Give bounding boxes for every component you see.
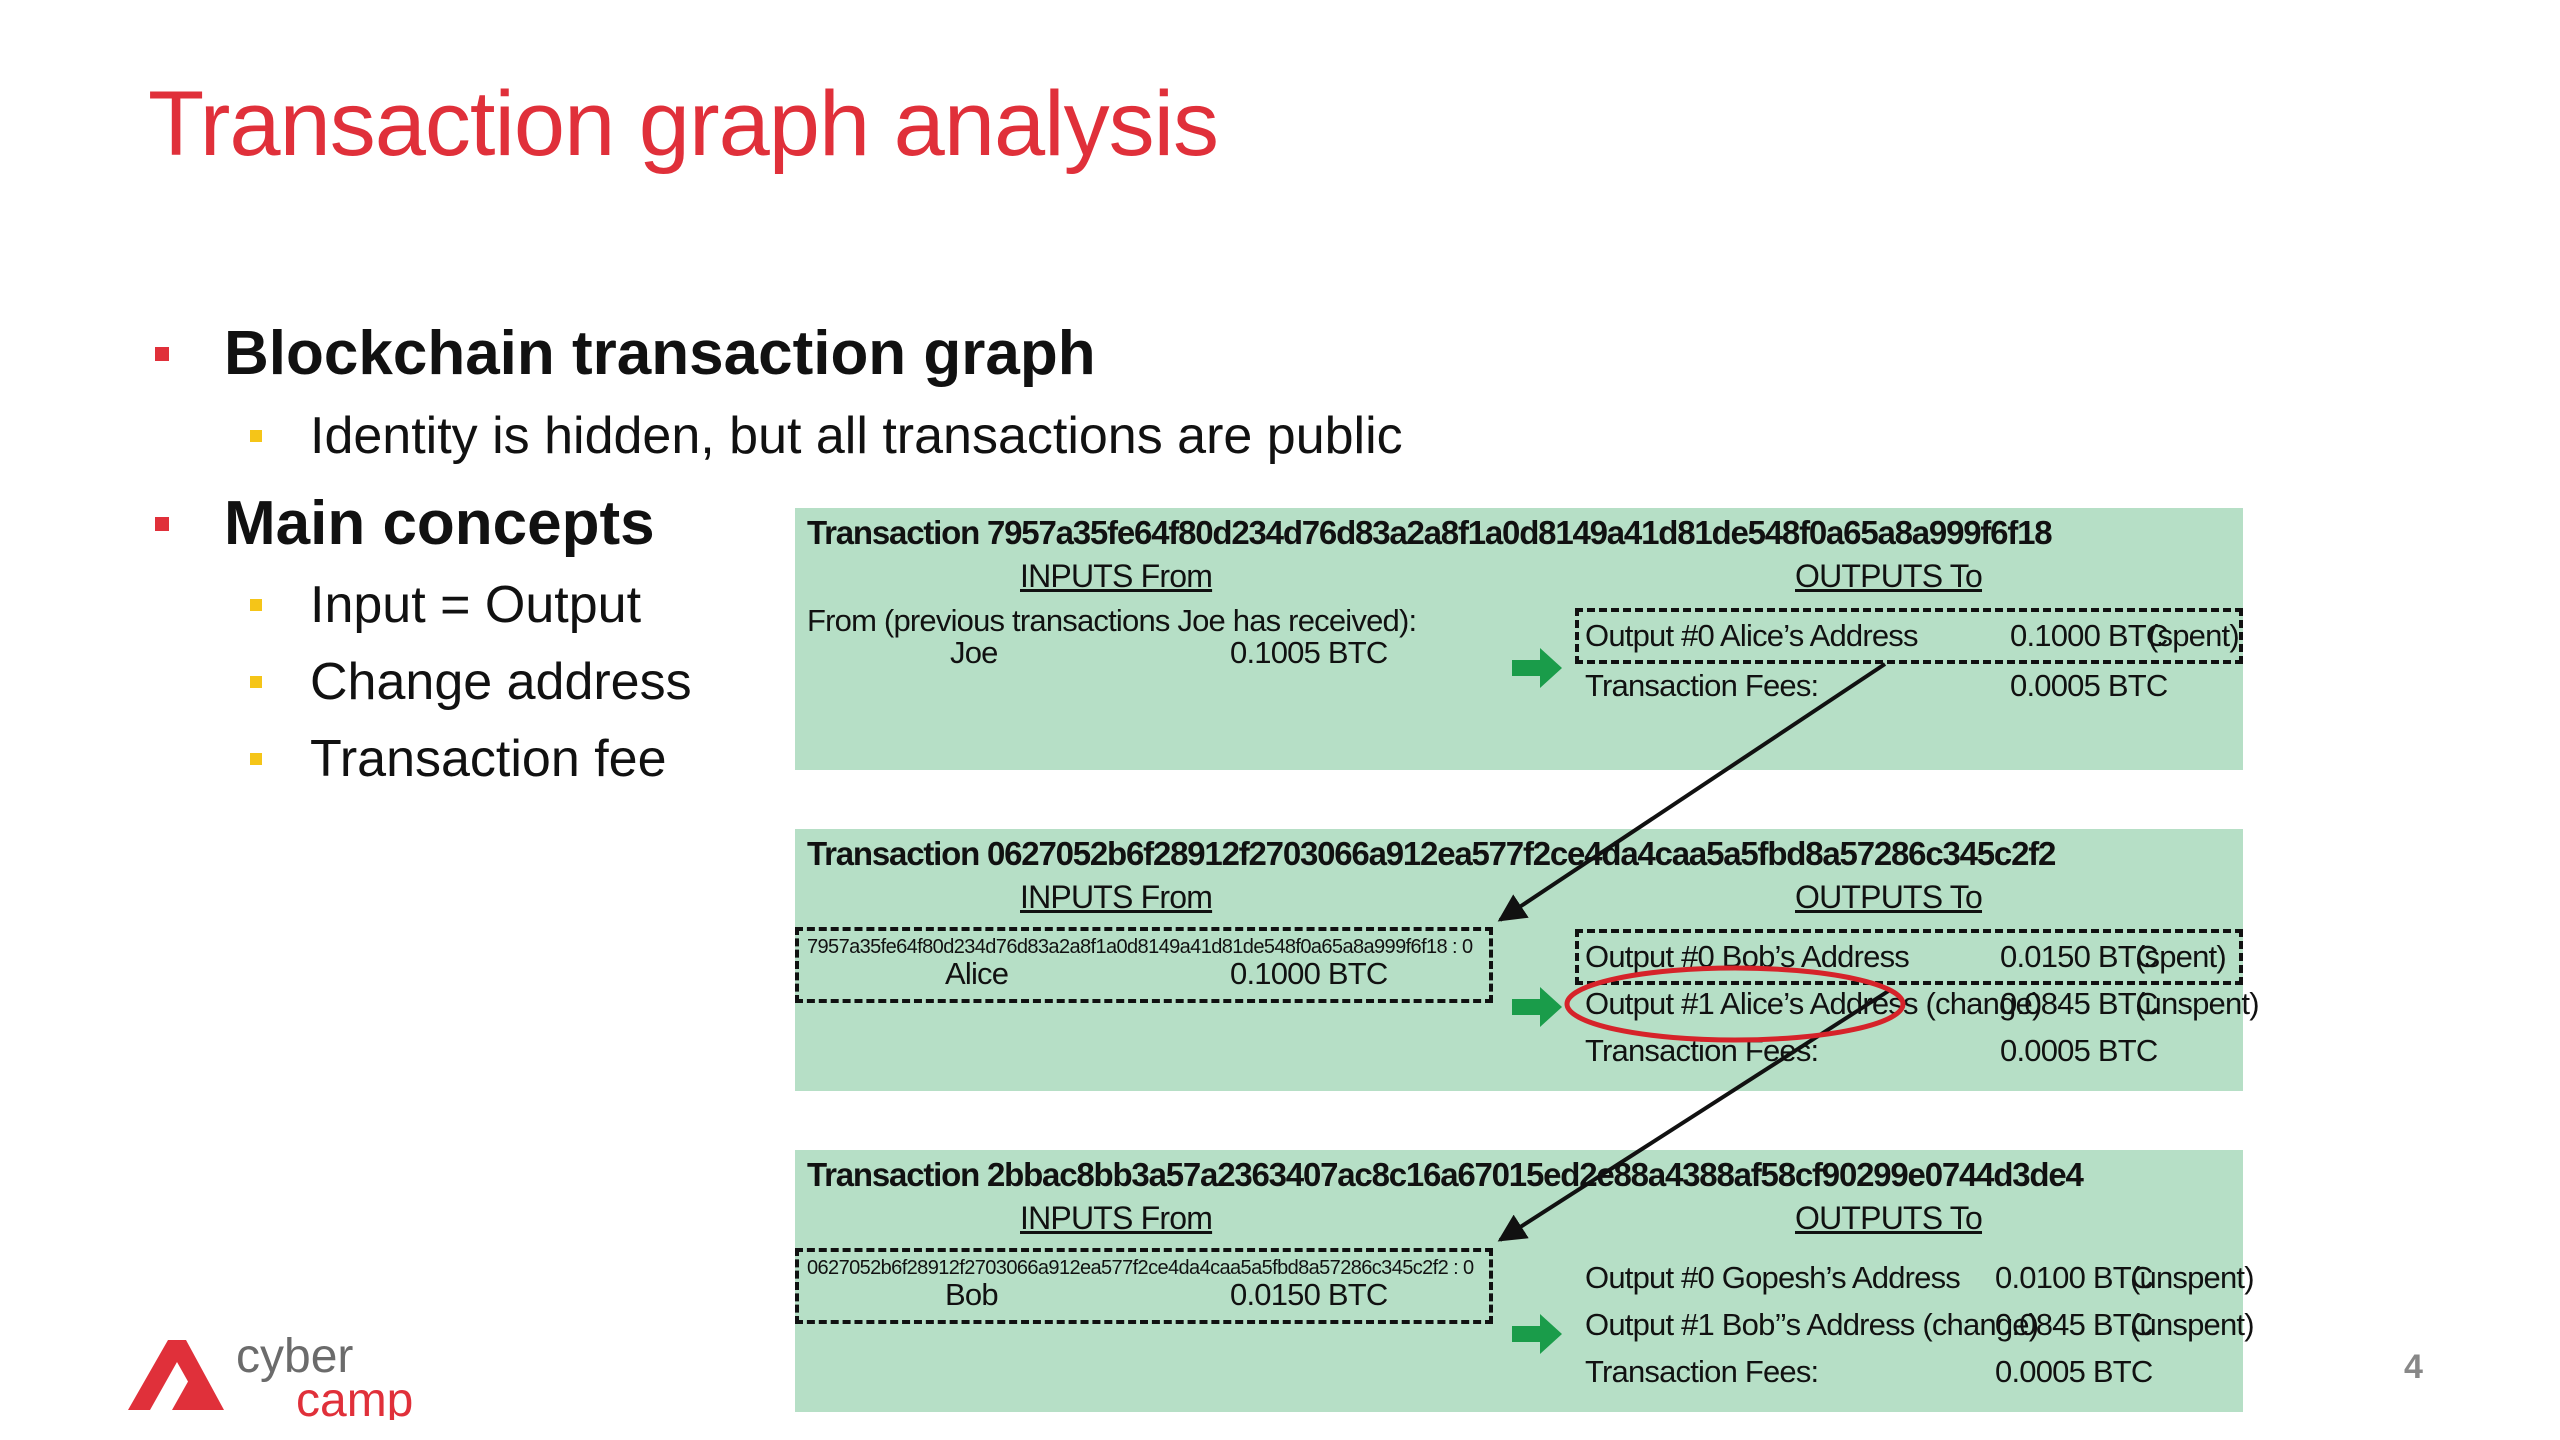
sub-bullet-square-icon xyxy=(250,676,262,688)
output-label: Output #0 Gopesh’s Address xyxy=(1585,1260,1961,1295)
input-amount: 0.0150 BTC xyxy=(1230,1277,1388,1312)
bullet-main-concepts: Main concepts xyxy=(155,488,655,559)
transaction-panel-1: Transaction 7957a35fe64f80d234d76d83a2a8… xyxy=(795,508,2243,770)
transaction-header: Transaction 0627052b6f28912f2703066a912e… xyxy=(807,835,2056,872)
transaction-header: Transaction 2bbac8bb3a57a2363407ac8c16a6… xyxy=(807,1156,2084,1193)
transaction-panel-2: Transaction 0627052b6f28912f2703066a912e… xyxy=(795,829,2260,1091)
input-reference: 7957a35fe64f80d234d76d83a2a8f1a0d8149a41… xyxy=(807,936,1473,958)
fee-label: Transaction Fees: xyxy=(1585,1354,1819,1389)
bullet-square-icon xyxy=(155,346,169,361)
sub-bullet-label: Transaction fee xyxy=(310,730,667,788)
transaction-panel-3: Transaction 2bbac8bb3a57a2363407ac8c16a6… xyxy=(795,1150,2255,1412)
sub-bullet-label: Identity is hidden, but all transactions… xyxy=(310,407,1403,465)
input-highlight-box xyxy=(795,1248,1493,1324)
fee-amount: 0.0005 BTC xyxy=(1995,1354,2153,1389)
bullet-square-icon xyxy=(155,516,169,531)
sub-bullet-identity: Identity is hidden, but all transactions… xyxy=(250,406,1403,466)
output-amount: 0.0100 BTC xyxy=(1995,1260,2153,1295)
bullet-label: Blockchain transaction graph xyxy=(224,319,1096,388)
logo-text-line2: camp xyxy=(296,1374,413,1420)
logo-text-line1: cyber xyxy=(236,1330,353,1383)
output-amount: 0.0845 BTC xyxy=(2000,986,2158,1021)
fee-label: Transaction Fees: xyxy=(1585,668,1819,703)
sub-bullet-square-icon xyxy=(250,599,262,611)
fee-label: Transaction Fees: xyxy=(1585,1033,1819,1068)
input-name: Alice xyxy=(945,956,1009,991)
sub-bullet-transaction-fee: Transaction fee xyxy=(250,729,666,789)
input-reference: 0627052b6f28912f2703066a912ea577f2ce4da4… xyxy=(807,1257,1474,1279)
transaction-header: Transaction 7957a35fe64f80d234d76d83a2a8… xyxy=(807,514,2053,551)
output-label: Output #0 Alice’s Address xyxy=(1585,618,1919,653)
output-0-highlight-box xyxy=(1575,929,2243,985)
input-reference: From (previous transactions Joe has rece… xyxy=(807,603,1417,638)
sub-bullet-change-address: Change address xyxy=(250,652,692,712)
output-amount: 0.1000 BTC xyxy=(2010,618,2168,653)
inputs-label: INPUTS From xyxy=(1020,1200,1213,1236)
output-status: (spent) xyxy=(2135,939,2227,974)
output-label: Output #1 Alice’s Address (change) xyxy=(1585,986,2042,1021)
output-0-highlight-box xyxy=(1575,608,2243,664)
cybercamp-logo: cyber camp xyxy=(128,1330,448,1427)
outputs-label: OUTPUTS To xyxy=(1795,1200,1983,1236)
inputs-label: INPUTS From xyxy=(1020,879,1213,915)
sub-bullet-square-icon xyxy=(250,753,262,765)
fee-amount: 0.0005 BTC xyxy=(2010,668,2168,703)
page-number: 4 xyxy=(2404,1348,2423,1386)
output-status: (spent) xyxy=(2148,618,2240,653)
inputs-label: INPUTS From xyxy=(1020,558,1213,594)
output-status: (unspent) xyxy=(2135,986,2260,1021)
sub-bullet-input-output: Input = Output xyxy=(250,575,641,635)
fee-amount: 0.0005 BTC xyxy=(2000,1033,2158,1068)
bullet-blockchain-graph: Blockchain transaction graph xyxy=(155,318,1096,389)
slide-title: Transaction graph analysis xyxy=(148,73,1219,175)
outputs-label: OUTPUTS To xyxy=(1795,879,1983,915)
output-status: (unspent) xyxy=(2130,1260,2255,1295)
output-amount: 0.0150 BTC xyxy=(2000,939,2158,974)
sub-bullet-label: Input = Output xyxy=(310,576,642,634)
output-status: (unspent) xyxy=(2130,1307,2255,1342)
bullet-label: Main concepts xyxy=(224,489,655,558)
sub-bullet-label: Change address xyxy=(310,653,692,711)
outputs-label: OUTPUTS To xyxy=(1795,558,1983,594)
input-amount: 0.1005 BTC xyxy=(1230,635,1388,670)
input-amount: 0.1000 BTC xyxy=(1230,956,1388,991)
sub-bullet-square-icon xyxy=(250,430,262,442)
output-amount: 0.0845 BTC xyxy=(1995,1307,2153,1342)
output-label: Output #0 Bob’s Address xyxy=(1585,939,1910,974)
input-highlight-box xyxy=(795,927,1493,1003)
input-name: Bob xyxy=(945,1277,999,1312)
input-name: Joe xyxy=(950,635,998,670)
output-label: Output #1 Bob’’s Address (change) xyxy=(1585,1307,2039,1342)
